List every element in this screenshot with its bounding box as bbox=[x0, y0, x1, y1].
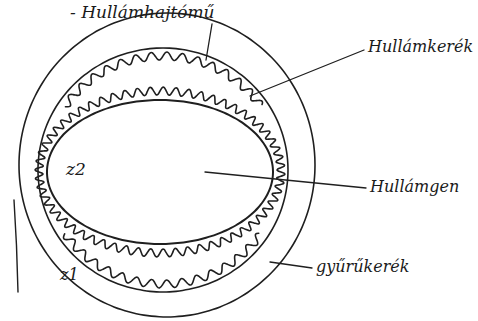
part-label: Hullámgen bbox=[370, 178, 459, 196]
leader-line bbox=[206, 24, 212, 60]
wave-generator-ellipse bbox=[47, 100, 273, 244]
ring-gear-teeth bbox=[65, 52, 262, 107]
tooth-count: z2 bbox=[66, 160, 86, 179]
ring-gear-bore bbox=[38, 48, 288, 292]
title-label: - Hullámhajtómű bbox=[70, 3, 215, 22]
leader-line bbox=[250, 50, 364, 96]
ring-gear-outline bbox=[19, 13, 315, 317]
flexspline-teeth bbox=[35, 87, 285, 257]
leader-line bbox=[270, 262, 312, 268]
leader-line bbox=[205, 172, 366, 188]
stray-stroke bbox=[14, 200, 18, 292]
part-label: gyűrűkerék bbox=[316, 258, 410, 276]
part-label: Hullámkerék bbox=[368, 38, 473, 56]
tooth-count: z1 bbox=[60, 266, 79, 284]
